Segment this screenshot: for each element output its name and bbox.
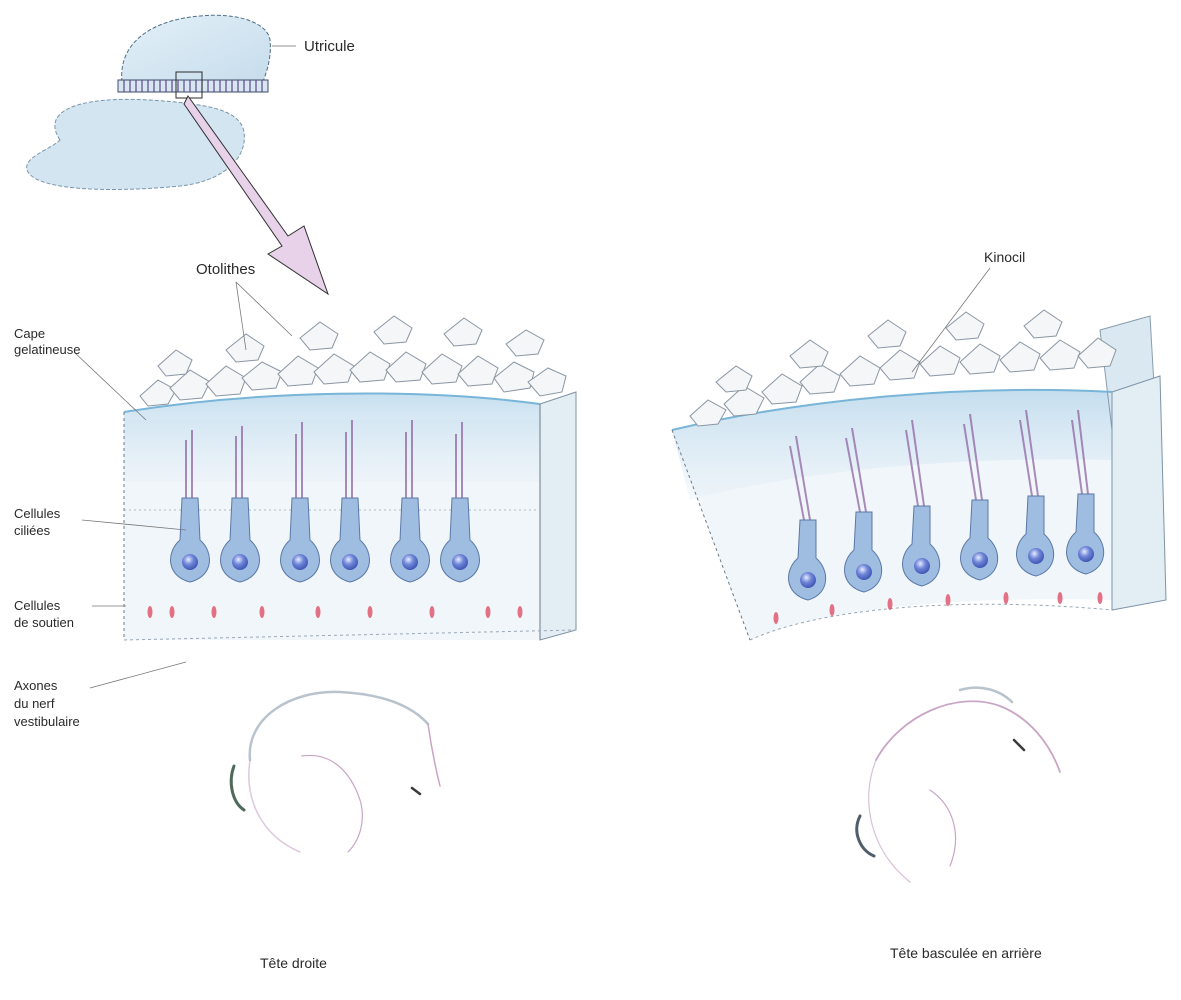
head-tilted-sketch	[857, 688, 1060, 882]
label-cape-1: Cape	[14, 326, 45, 341]
label-axones-1: Axones	[14, 678, 58, 693]
label-cellules-soutien-1: Cellules	[14, 598, 61, 613]
head-upright-sketch	[231, 692, 440, 852]
label-axones-3: vestibulaire	[14, 714, 80, 729]
label-cape-2: gelatineuse	[14, 342, 81, 357]
caption-right: Tête basculée en arrière	[890, 945, 1042, 961]
caption-left: Tête droite	[260, 955, 327, 971]
epithelium-block-tilted	[672, 310, 1166, 640]
epithelium-block-upright	[124, 316, 576, 640]
label-axones-2: du nerf	[14, 696, 55, 711]
label-kinocil: Kinocil	[984, 249, 1025, 265]
label-cellules-ciliees-2: ciliées	[14, 523, 51, 538]
otoliths-upright	[140, 316, 566, 406]
label-utricule: Utricule	[304, 38, 355, 55]
label-otolithes: Otolithes	[196, 261, 255, 278]
utricle-overview	[27, 15, 296, 189]
label-cellules-ciliees-1: Cellules	[14, 506, 61, 521]
label-cellules-soutien-2: de soutien	[14, 615, 74, 630]
